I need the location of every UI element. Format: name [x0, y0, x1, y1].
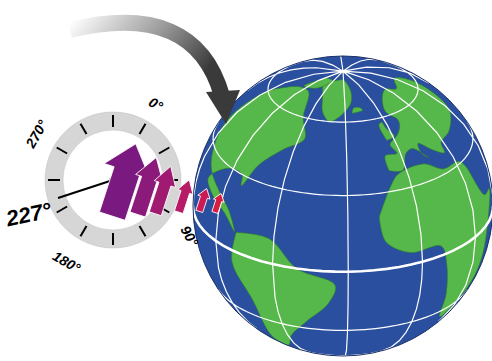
- dial-tick: [112, 233, 114, 245]
- dial-tick: [140, 124, 146, 134]
- continent: [322, 80, 352, 122]
- equator: [193, 206, 492, 272]
- wind-arrow: [171, 177, 197, 214]
- wind-arrow: [193, 187, 213, 214]
- ocean: [193, 56, 492, 356]
- dial-tick: [159, 148, 169, 154]
- globe: [193, 56, 492, 356]
- dial-tick: [112, 115, 114, 127]
- curved-arrow-body: [70, 23, 222, 96]
- compass-degree: 0°: [147, 95, 166, 114]
- continent: [352, 107, 362, 113]
- direction-value: 227°: [4, 200, 53, 231]
- curved-arrow-head: [206, 90, 240, 124]
- graticule: [193, 56, 492, 356]
- dial-tick: [81, 124, 87, 134]
- dial-tick: [81, 226, 87, 236]
- dial-tick: [48, 179, 60, 181]
- wind-arrow: [210, 192, 227, 214]
- dial-tick: [57, 148, 67, 154]
- curved-arrow: [70, 23, 240, 124]
- dial-tick: [140, 226, 146, 236]
- dial-tick: [57, 207, 67, 213]
- compass-degree: 180°: [50, 249, 82, 276]
- wind-arrows: [89, 136, 226, 223]
- dial-ring: [45, 112, 181, 248]
- globe-outline: [193, 56, 492, 356]
- compass-dial: [45, 112, 181, 248]
- compass-degree: 270°: [23, 118, 50, 150]
